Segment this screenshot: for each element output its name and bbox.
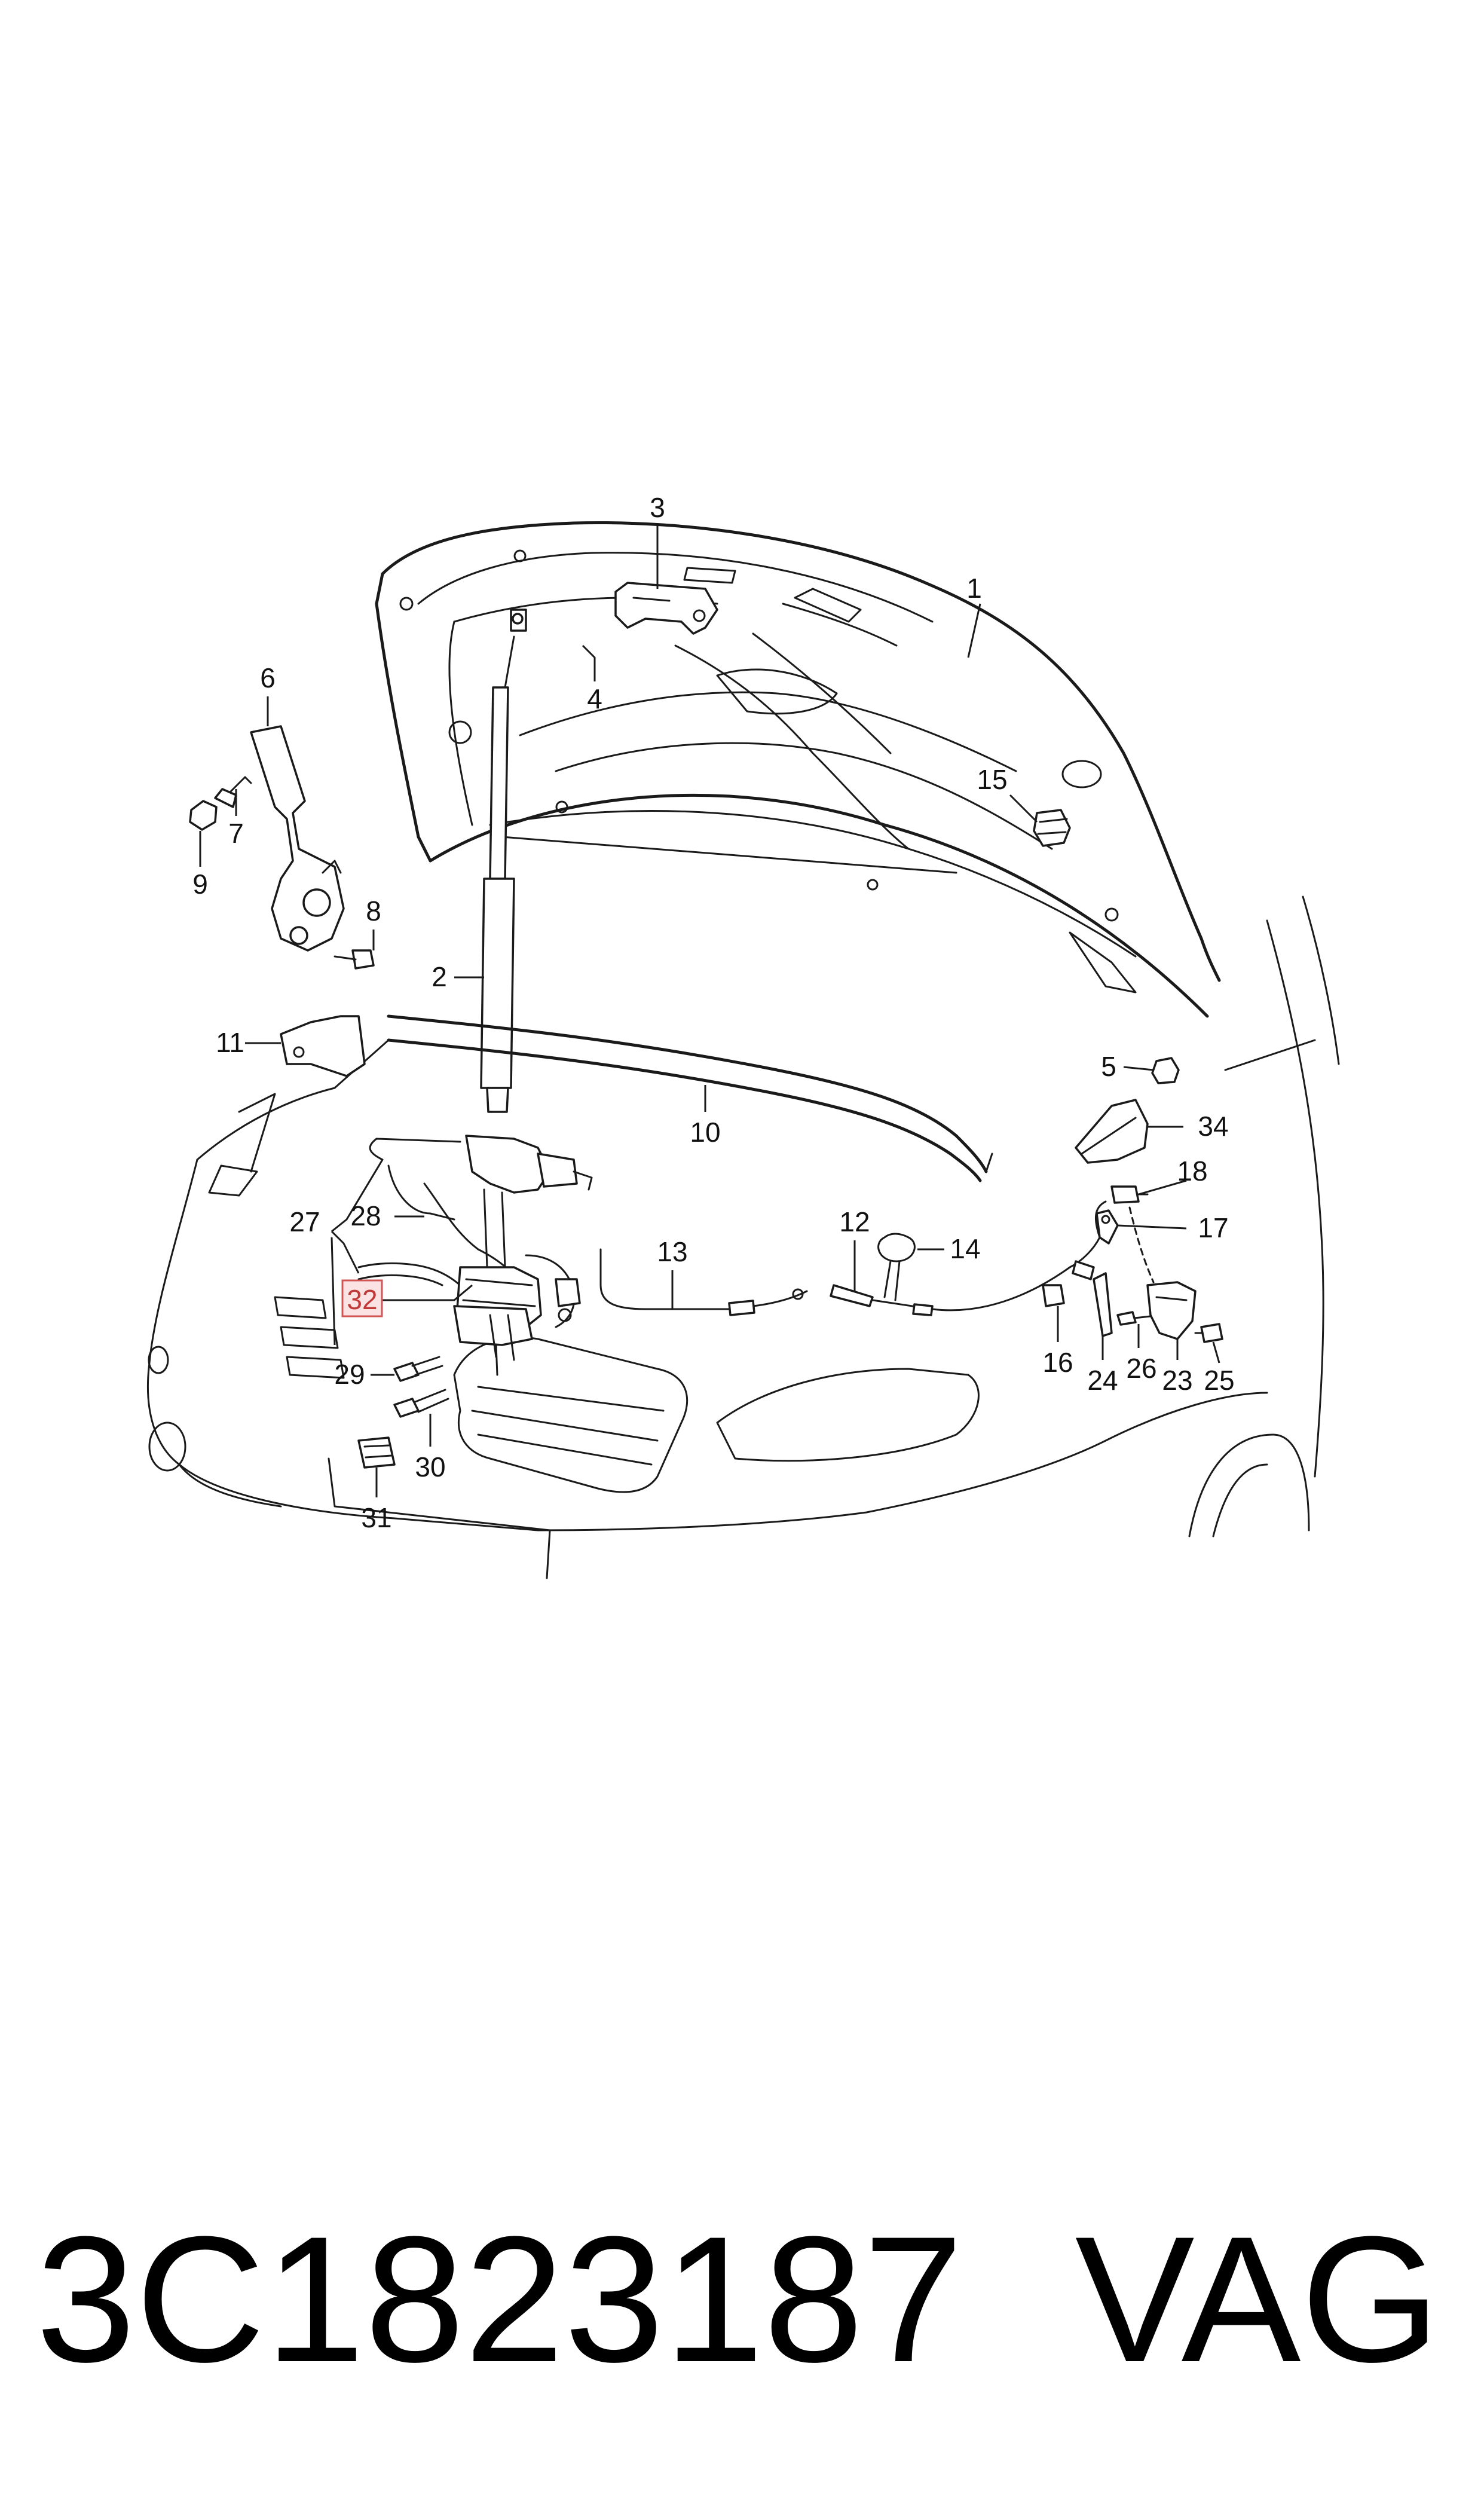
- callout-14: 14: [950, 1233, 980, 1264]
- callout-3: 3: [650, 492, 665, 523]
- bracket-34: [1075, 1099, 1149, 1164]
- front-bumper: [147, 895, 1340, 1579]
- hood-buffer: [1033, 809, 1071, 847]
- callout-6: 6: [260, 662, 276, 693]
- hook-24: [1093, 1272, 1113, 1337]
- callout-7: 7: [228, 818, 244, 849]
- callout-8: 8: [366, 895, 381, 927]
- brand-name: VAG: [1075, 2199, 1440, 2399]
- callout-18: 18: [1177, 1155, 1207, 1187]
- callout-5: 5: [1101, 1051, 1116, 1082]
- bracket-11: [280, 1015, 366, 1077]
- callout-29: 29: [334, 1359, 365, 1390]
- callout-26: 26: [1126, 1353, 1156, 1384]
- callout-30: 30: [415, 1451, 445, 1482]
- callout-9: 9: [192, 869, 208, 900]
- callout-34: 34: [1198, 1111, 1228, 1142]
- hinge-nut-9: [189, 800, 218, 831]
- guide-17: [1096, 1209, 1119, 1245]
- callout-32-highlight: [341, 1279, 383, 1317]
- callout-32: 32: [347, 1284, 377, 1315]
- clip-16: [1042, 1284, 1065, 1307]
- callout-13: 13: [657, 1236, 687, 1267]
- lock-assembly: [357, 1135, 593, 1376]
- actuator-23: [1146, 1281, 1197, 1340]
- callout-31: 31: [361, 1502, 391, 1533]
- rubber-stop: [1151, 1057, 1180, 1084]
- leader-lines: [199, 526, 1220, 1497]
- callout-2: 2: [432, 961, 447, 992]
- part-number: 3C1823187: [36, 2199, 963, 2399]
- callout-labels: 1 3 4 6 7 9 8 2 15 11 5 10 34 18 17 12 1…: [192, 492, 1234, 1533]
- gas-strut: [480, 609, 527, 1113]
- callout-11: 11: [216, 1027, 244, 1058]
- callout-15: 15: [977, 764, 1007, 795]
- hood-lock-striker: [614, 582, 718, 635]
- cable-tie-14: [877, 1233, 916, 1301]
- bolt-29: [393, 1356, 443, 1382]
- callout-1: 1: [966, 573, 982, 604]
- clip-31: [357, 1436, 396, 1469]
- screw-26: [1116, 1311, 1152, 1326]
- grommet-18: [1110, 1185, 1149, 1204]
- clip-25: [1194, 1323, 1223, 1343]
- hinge-bolt-7: [214, 776, 252, 808]
- callout-12: 12: [839, 1206, 870, 1237]
- callout-16: 16: [1042, 1347, 1073, 1378]
- callout-4: 4: [587, 683, 602, 714]
- callout-25: 25: [1204, 1365, 1234, 1396]
- callout-10: 10: [690, 1117, 720, 1148]
- callout-28: 28: [350, 1200, 381, 1231]
- callout-23: 23: [1162, 1365, 1192, 1396]
- callout-27: 27: [289, 1206, 320, 1237]
- hinge-bolt-8: [333, 949, 375, 970]
- hood: [375, 521, 1221, 1018]
- callout-24: 24: [1087, 1365, 1118, 1396]
- callout-17: 17: [1198, 1212, 1228, 1243]
- hood-hinge: [250, 725, 345, 952]
- bolt-30: [393, 1389, 449, 1418]
